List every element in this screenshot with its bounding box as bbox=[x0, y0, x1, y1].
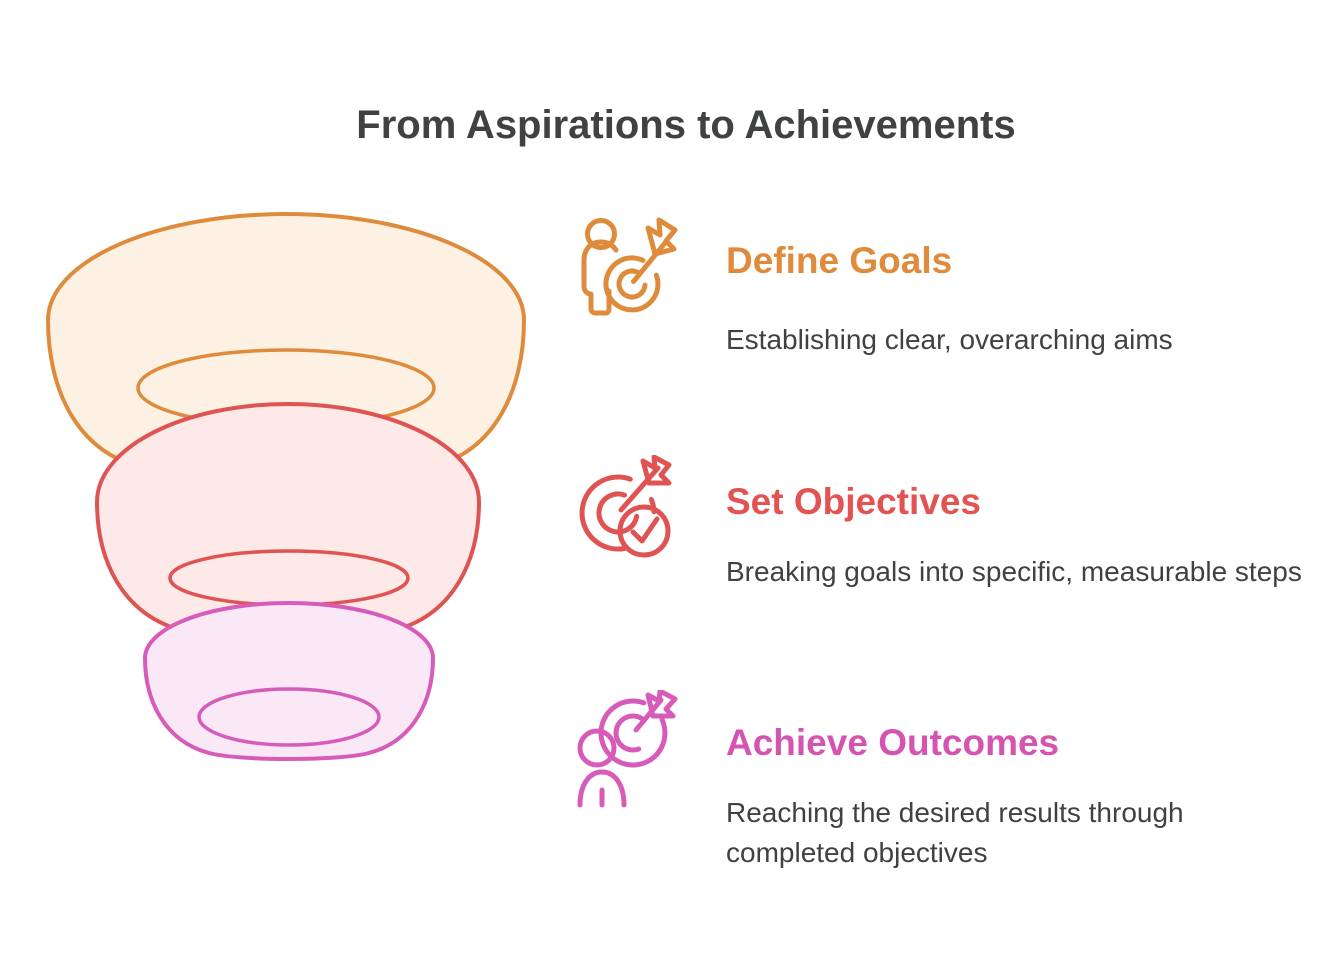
target-with-checkmark-icon bbox=[579, 455, 672, 558]
item-heading-set-objectives: Set Objectives bbox=[726, 481, 982, 522]
item-heading-achieve-outcomes: Achieve Outcomes bbox=[726, 722, 1060, 763]
funnel-layer-outcomes-mouth bbox=[197, 687, 381, 747]
item-heading-define-goals: Define Goals bbox=[726, 240, 953, 281]
item-description-achieve-outcomes: Reaching the desired results through com… bbox=[726, 797, 1184, 868]
item-description-define-goals: Establishing clear, overarching aims bbox=[726, 324, 1173, 355]
item-description-set-objectives: Breaking goals into specific, measurable… bbox=[726, 556, 1302, 587]
funnel-layer-objectives-mouth bbox=[168, 549, 410, 607]
page-title: From Aspirations to Achievements bbox=[356, 103, 1016, 147]
person-with-target-icon bbox=[581, 217, 678, 316]
funnel-layer-outcomes bbox=[142, 601, 436, 761]
person-achieving-target-icon bbox=[577, 690, 678, 808]
